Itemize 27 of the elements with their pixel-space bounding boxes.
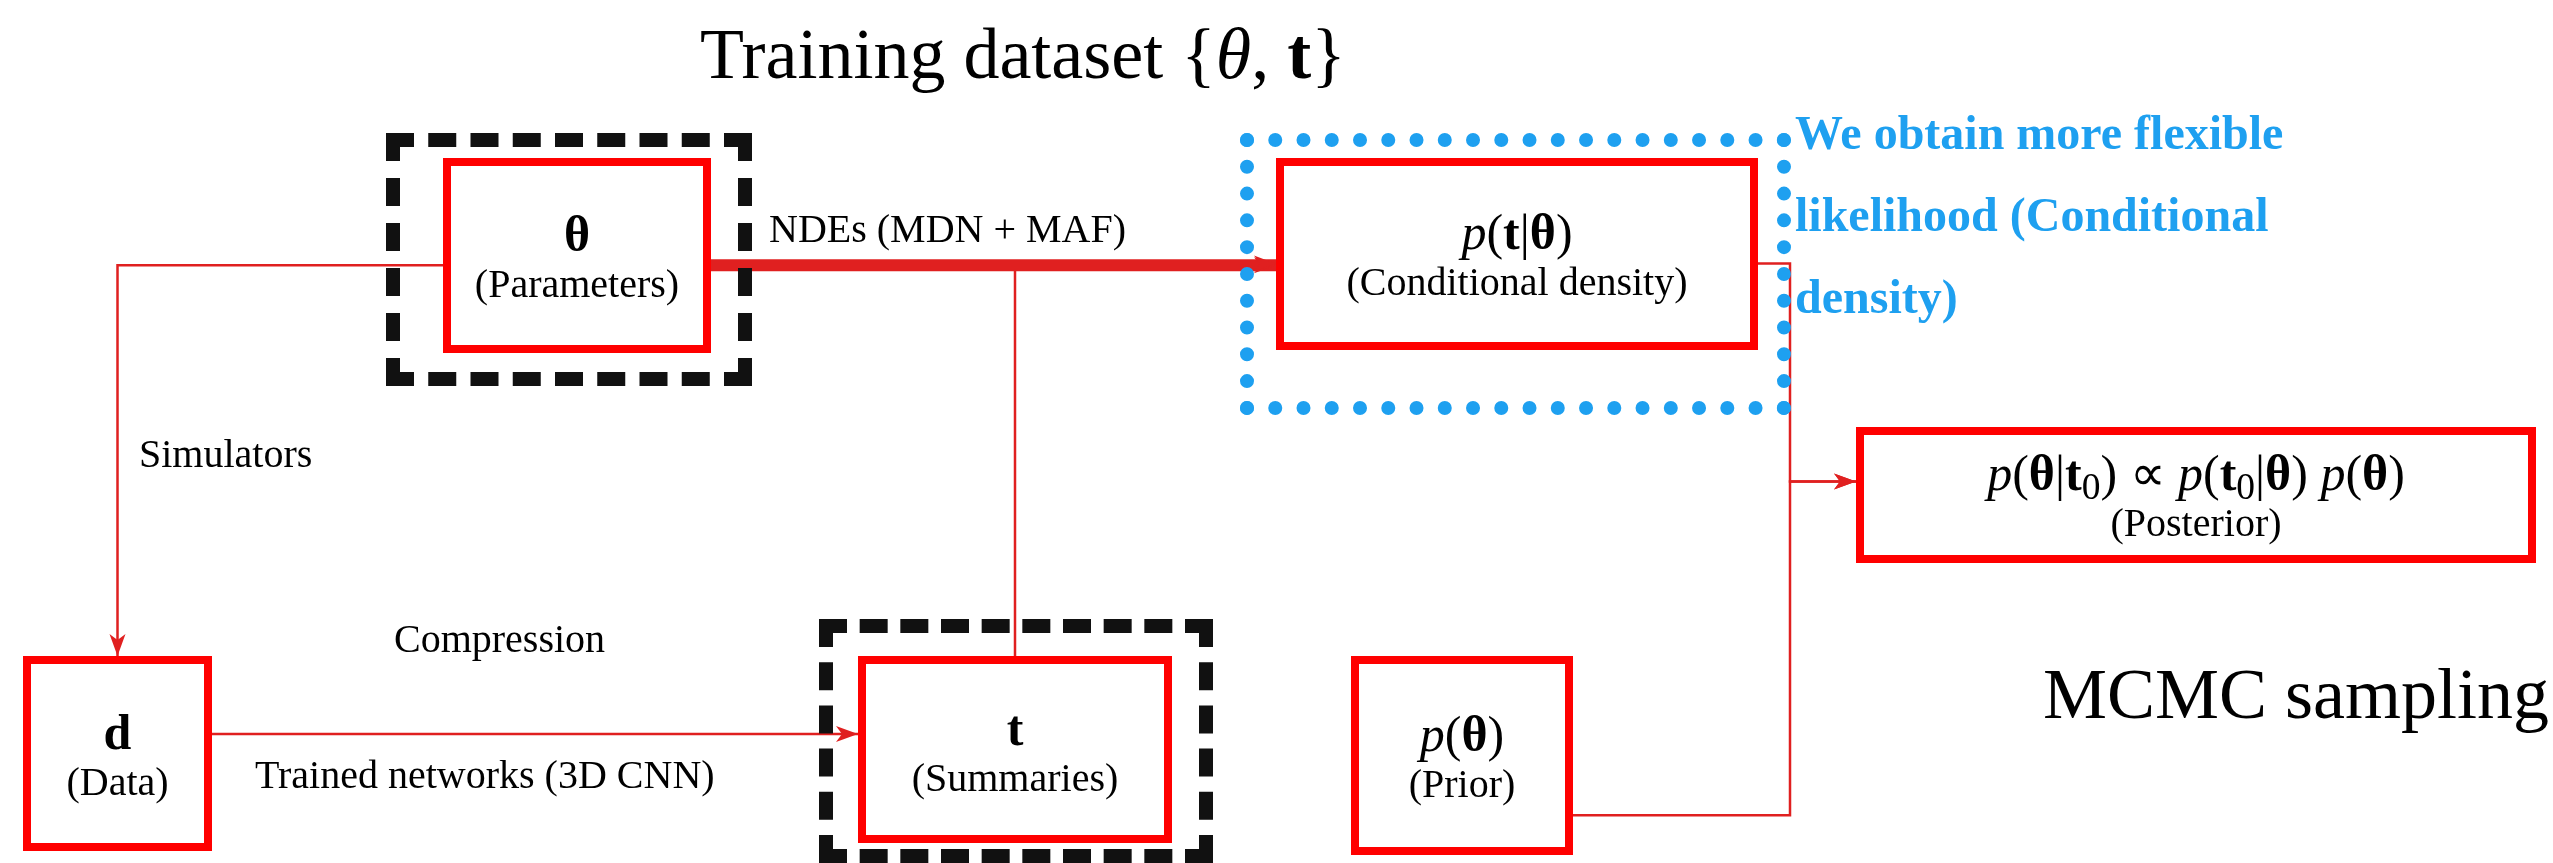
highlight-frame xyxy=(819,619,1213,863)
arrow xyxy=(212,726,858,742)
highlight-frame xyxy=(1240,133,1791,415)
diagram-title: Training dataset {θ, t} xyxy=(700,13,1346,96)
formula-text: θ xyxy=(563,205,591,262)
process-box xyxy=(443,158,711,353)
node-caption: (Posterior) xyxy=(2110,501,2282,545)
annotation-text: Trained networks (3D CNN) xyxy=(255,751,715,799)
process-box xyxy=(1351,656,1573,855)
annotation-text: We obtain more flexible likelihood (Conditional density) xyxy=(1795,105,2285,326)
node-caption: (Prior) xyxy=(1408,761,1516,806)
formula-text: d xyxy=(103,703,132,760)
arrow xyxy=(109,264,443,656)
node-caption: (Data) xyxy=(66,759,169,804)
caption-text: MCMC sampling xyxy=(2043,653,2550,736)
process-box xyxy=(1276,158,1758,350)
node-caption: (Conditional density) xyxy=(1346,260,1688,304)
process-box xyxy=(1856,427,2536,563)
node-caption: (Summaries) xyxy=(911,755,1119,800)
formula-text: p(θ) xyxy=(1419,705,1505,762)
process-box xyxy=(858,656,1172,843)
arrow xyxy=(711,257,1276,274)
formula-text: t xyxy=(1006,699,1024,756)
node-caption: (Parameters) xyxy=(474,261,680,306)
highlight-frame xyxy=(386,133,752,386)
process-box xyxy=(23,656,212,851)
arrow xyxy=(1573,473,1856,817)
